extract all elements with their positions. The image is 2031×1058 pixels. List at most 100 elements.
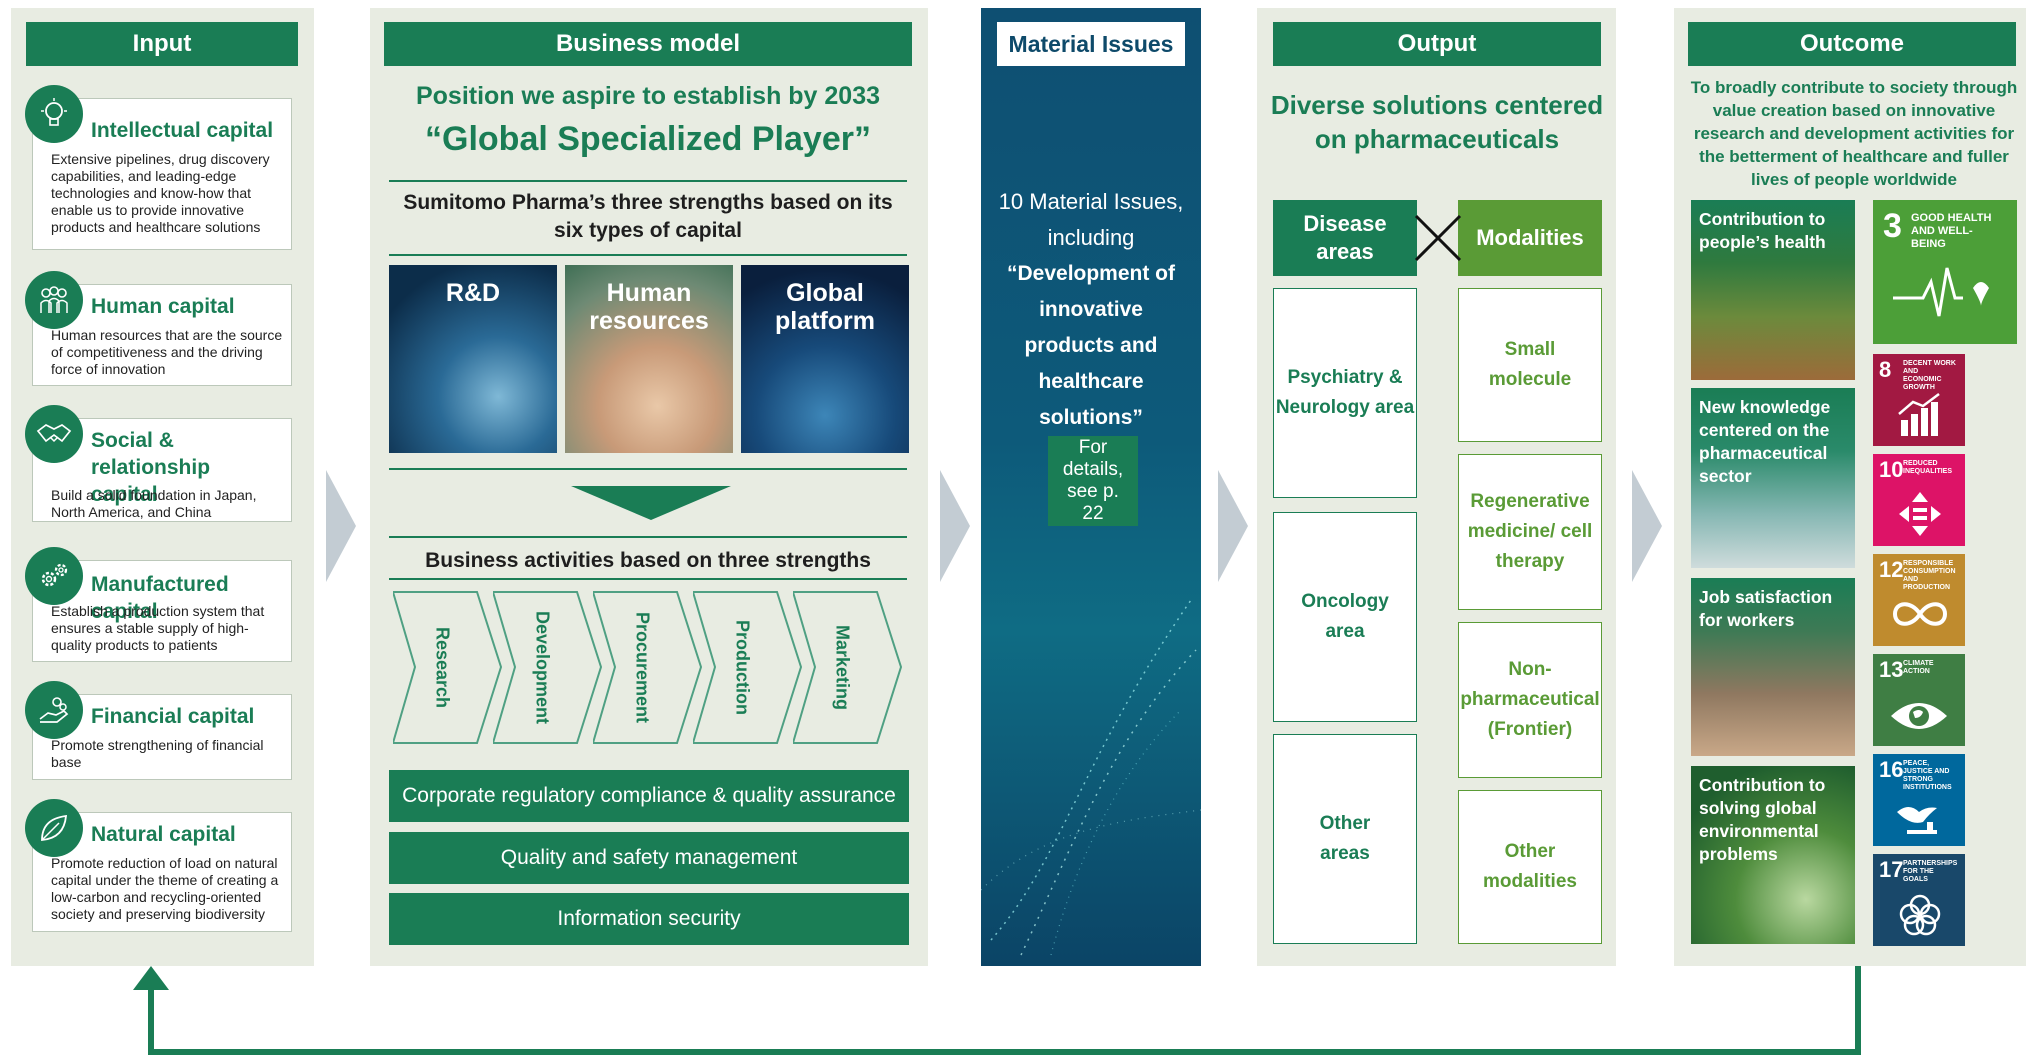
- output-header: Output: [1273, 22, 1601, 66]
- strength-label: R&D: [445, 279, 501, 307]
- disease-area-box: Psychiatry & Neurology area: [1273, 288, 1417, 498]
- chevron-procurement: [593, 591, 703, 744]
- modality-box: Small molecule: [1458, 288, 1602, 442]
- bar-information-security: Information security: [389, 893, 909, 945]
- people-icon: [25, 271, 83, 329]
- disease-area-box: Other areas: [1273, 734, 1417, 944]
- bar-compliance: Corporate regulatory compliance & qualit…: [389, 770, 909, 822]
- sdg-label: RESPONSIBLE CONSUMPTION AND PRODUCTION: [1903, 560, 1956, 591]
- divider: [389, 180, 907, 182]
- capital-card-financial: Financial capital Promote strengthening …: [25, 681, 292, 780]
- activities-heading: Business activities based on three stren…: [425, 549, 871, 572]
- capital-title: Human capital: [91, 295, 235, 318]
- sdg-label: PEACE, JUSTICE AND STRONG INSTITUTIONS: [1903, 760, 1952, 791]
- capital-desc: Build a solid foundation in Japan, North…: [51, 487, 257, 520]
- outcome-item-label: Contribution to people’s health: [1699, 209, 1826, 252]
- capital-card-human: Human capital Human resources that are t…: [25, 271, 292, 386]
- capital-card-natural: Natural capital Promote reduction of loa…: [25, 799, 292, 932]
- capital-title: Social & relationship capital: [91, 429, 211, 506]
- sdg-label: GOOD HEALTH AND WELL-BEING: [1911, 212, 1992, 250]
- sdg-3-tile: 3 GOOD HEALTH AND WELL-BEING: [1873, 200, 2017, 344]
- sdg-16-tile: 16 PEACE, JUSTICE AND STRONG INSTITUTION…: [1873, 754, 1965, 846]
- disease-areas-header: Disease areas: [1273, 200, 1417, 276]
- divider: [389, 536, 907, 538]
- outcome-item-job: Job satisfaction for workers: [1691, 578, 1855, 756]
- bar-quality-safety: Quality and safety management: [389, 832, 909, 884]
- growth-chart-icon: [1898, 393, 1940, 436]
- activity-label: Research: [432, 626, 453, 709]
- sdg-13-tile: 13 CLIMATE ACTION: [1873, 654, 1965, 746]
- sdg-number: 12: [1879, 557, 1904, 582]
- strength-tile-global: Global platform: [741, 265, 909, 453]
- lightbulb-icon: [25, 85, 83, 143]
- sdg-number: 8: [1879, 357, 1892, 382]
- material-issues-header: Material Issues: [997, 22, 1185, 66]
- capital-title: Manufactured capital: [91, 573, 229, 623]
- sdg-10-tile: 10 REDUCED INEQUALITIES: [1873, 454, 1965, 546]
- modality-box: Regenerative medicine/ cell therapy: [1458, 454, 1602, 610]
- flow-arrow: [326, 470, 356, 582]
- disease-area-box: Oncology area: [1273, 512, 1417, 722]
- business-model-header: Business model: [384, 22, 912, 66]
- modality-box: Other modalities: [1458, 790, 1602, 944]
- outcome-header: Outcome: [1688, 22, 2016, 66]
- capital-desc: Human resources that are the source of c…: [51, 327, 283, 377]
- chevron-marketing: [793, 591, 903, 744]
- infinity-icon: [1892, 602, 1948, 626]
- modalities-header: Modalities: [1458, 200, 1602, 276]
- aspire-line: Position we aspire to establish by 2033: [415, 81, 881, 110]
- sdg-label: PARTNERSHIPS FOR THE GOALS: [1903, 860, 1958, 883]
- strength-label: Human resources: [589, 279, 709, 335]
- eye-globe-icon: [1891, 703, 1947, 729]
- gears-icon: [25, 547, 83, 605]
- chevron-development: [493, 591, 603, 744]
- divider: [389, 468, 907, 470]
- outcome-item-label: Contribution to solving global environme…: [1699, 775, 1826, 864]
- strength-tile-rd: R&D: [389, 265, 557, 453]
- input-header: Input: [26, 22, 298, 66]
- capital-title: Natural capital: [91, 823, 236, 846]
- activity-label: Development: [532, 610, 553, 725]
- activity-label: Marketing: [832, 624, 853, 711]
- strengths-heading: Sumitomo Pharma’s three strengths based …: [403, 191, 893, 242]
- strength-label: Global platform: [775, 279, 875, 335]
- capital-desc: Promote strengthening of financial base: [51, 737, 264, 770]
- sdg-8-tile: 8 DECENT WORK AND ECONOMIC GROWTH: [1873, 354, 1965, 446]
- hand-coins-icon: [25, 681, 83, 739]
- flow-arrow: [940, 470, 970, 582]
- cross-icon: [1414, 214, 1462, 262]
- outcome-item-label: Job satisfaction for workers: [1699, 587, 1833, 630]
- heartbeat-icon: [1893, 267, 1989, 317]
- outcome-item-label: New knowledge centered on the pharmaceut…: [1699, 397, 1831, 486]
- chevron-research: [393, 591, 503, 744]
- capital-desc: Promote reduction of load on natural cap…: [51, 855, 279, 922]
- capital-card-intellectual: Intellectual capital Extensive pipelines…: [25, 85, 292, 250]
- flow-arrow: [1218, 470, 1248, 582]
- output-subtitle: Diverse solutions centered on pharmaceut…: [1270, 90, 1604, 154]
- dove-gavel-icon: [1897, 807, 1937, 834]
- sdg-12-tile: 12 RESPONSIBLE CONSUMPTION AND PRODUCTIO…: [1873, 554, 1965, 646]
- handshake-icon: [25, 405, 83, 463]
- sdg-number: 3: [1883, 207, 1902, 245]
- modality-box: Non-pharmaceutical (Frontier): [1458, 622, 1602, 778]
- capital-title: Intellectual capital: [91, 119, 274, 142]
- divider: [389, 578, 907, 580]
- capital-card-manufactured: Manufactured capital Establish a product…: [25, 547, 292, 662]
- activity-label: Production: [732, 620, 753, 715]
- sdg-label: REDUCED INEQUALITIES: [1903, 460, 1953, 475]
- activity-label: Procurement: [632, 611, 653, 724]
- flow-arrow: [1632, 470, 1662, 582]
- sdg-17-tile: 17 PARTNERSHIPS FOR THE GOALS: [1873, 854, 1965, 946]
- sdg-number: 13: [1879, 657, 1904, 682]
- capital-desc: Extensive pipelines, drug discovery capa…: [51, 151, 270, 235]
- material-details-badge[interactable]: For details, see p. 22: [1048, 436, 1138, 526]
- strength-tile-human: Human resources: [565, 265, 733, 453]
- capital-card-social: Social & relationship capital Build a so…: [25, 405, 292, 522]
- outcome-item-environment: Contribution to solving global environme…: [1691, 766, 1855, 944]
- capital-title: Financial capital: [91, 705, 255, 728]
- capital-desc: Establish a production system that ensur…: [51, 603, 265, 653]
- divider: [389, 254, 907, 256]
- sdg-number: 10: [1879, 457, 1904, 482]
- material-issues-line1: 10 Material Issues, including: [998, 189, 1184, 250]
- sdg-number: 16: [1879, 757, 1904, 782]
